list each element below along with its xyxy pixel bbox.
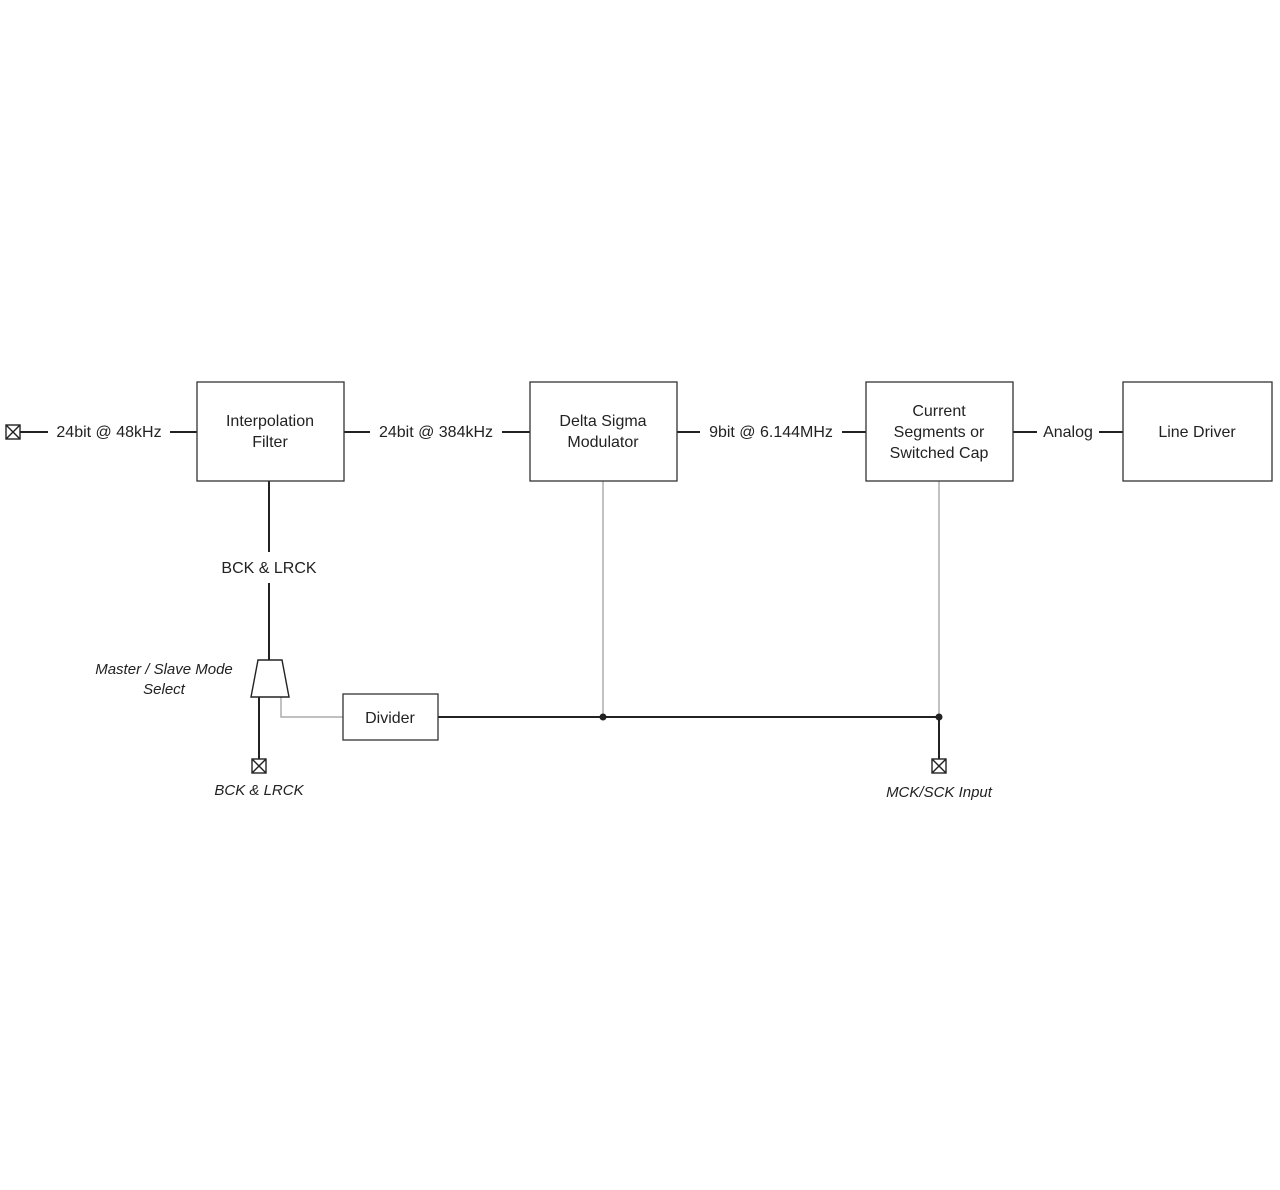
current-segments-label-line2: Segments or xyxy=(894,424,985,441)
junction-dac xyxy=(935,713,943,721)
mux-label-line2: Select xyxy=(143,681,186,698)
mck-sck-pin-label: MCK/SCK Input xyxy=(886,784,993,801)
input-pin-icon xyxy=(5,424,21,440)
bck-lrck-internal-label: BCK & LRCK xyxy=(221,560,316,577)
line-driver-block: Line Driver xyxy=(1122,381,1273,482)
modulator-output-label: 9bit @ 6.144MHz xyxy=(709,424,833,441)
bck-lrck-pin-icon xyxy=(251,758,267,774)
divider-label: Divider xyxy=(365,710,415,727)
interpolation-filter-block: Interpolation Filter xyxy=(196,381,345,482)
mux-label-line1: Master / Slave Mode xyxy=(95,661,233,678)
line-driver-label: Line Driver xyxy=(1158,424,1236,441)
mode-select-mux xyxy=(250,659,290,698)
analog-signal-label: Analog xyxy=(1043,424,1093,441)
delta-sigma-label-line2: Modulator xyxy=(567,434,639,451)
interpolation-filter-label-line2: Filter xyxy=(252,434,288,451)
input-signal-label: 24bit @ 48kHz xyxy=(56,424,161,441)
wire-mux-to-divider xyxy=(280,697,343,718)
current-segments-label-line3: Switched Cap xyxy=(890,445,989,462)
current-segments-block: Current Segments or Switched Cap xyxy=(865,381,1014,482)
mck-sck-pin-icon xyxy=(931,758,947,774)
filter-output-label: 24bit @ 384kHz xyxy=(379,424,493,441)
interpolation-filter-label-line1: Interpolation xyxy=(226,413,314,430)
delta-sigma-modulator-block: Delta Sigma Modulator xyxy=(529,381,678,482)
junction-modulator xyxy=(599,713,607,721)
current-segments-label-line1: Current xyxy=(912,403,966,420)
bck-lrck-pin-label: BCK & LRCK xyxy=(214,782,304,799)
delta-sigma-label-line1: Delta Sigma xyxy=(559,413,646,430)
divider-block: Divider xyxy=(342,693,439,741)
